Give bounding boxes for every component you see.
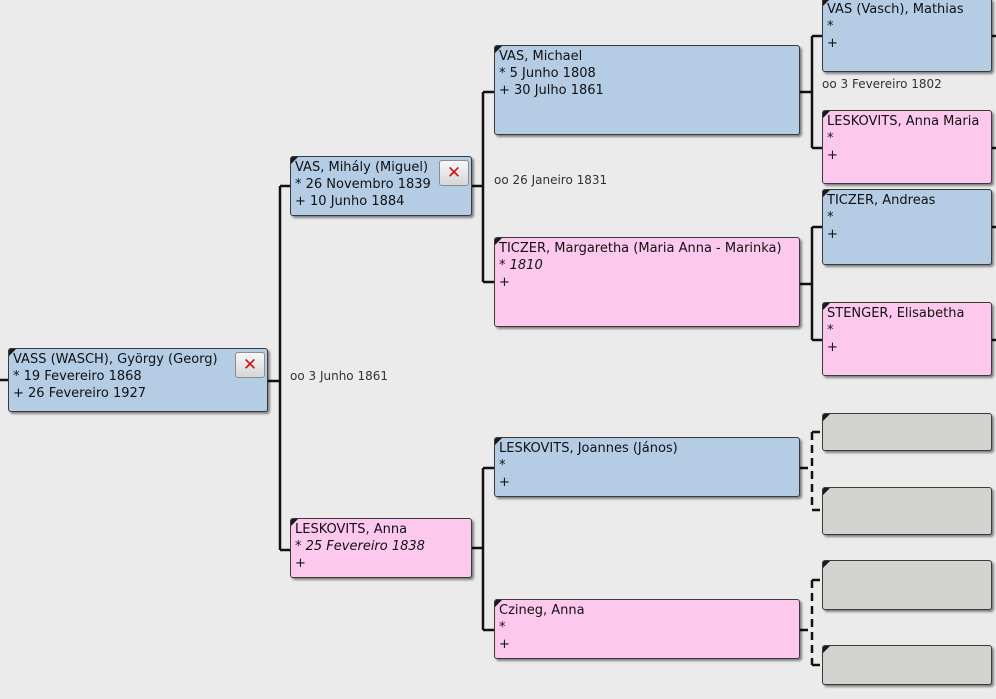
person-box-great-grandfather-2[interactable]: TICZER, Andreas * + (822, 189, 992, 265)
person-box-maternal-grandmother[interactable]: Czineg, Anna * + (494, 599, 800, 659)
remove-root-button[interactable]: ✕ (235, 352, 265, 378)
death-date: + (499, 275, 510, 290)
person-name: LESKOVITS, Anna Maria (827, 114, 980, 129)
birth-date: * 5 Junho 1808 (499, 66, 596, 81)
person-name: VAS, Michael (499, 49, 583, 64)
person-box-mother[interactable]: LESKOVITS, Anna * 25 Fevereiro 1838 + (290, 518, 472, 578)
person-name: STENGER, Elisabetha (827, 306, 965, 321)
person-name: LESKOVITS, Anna (295, 522, 408, 537)
birth-date: * (499, 620, 506, 635)
person-box-paternal-grandfather[interactable]: VAS, Michael * 5 Junho 1808 + 30 Julho 1… (494, 45, 800, 135)
person-box-great-grandfather-1[interactable]: VAS (Vasch), Mathias * + (822, 0, 992, 72)
death-date: + (827, 36, 838, 51)
death-date: + 10 Junho 1884 (295, 194, 405, 209)
death-date: + (827, 340, 838, 355)
birth-date: * 26 Novembro 1839 (295, 177, 431, 192)
marriage-label-pat-gf-parents: oo 3 Fevereiro 1802 (822, 77, 942, 91)
person-name: VASS (WASCH), György (Georg) (13, 352, 218, 367)
marriage-label-father-parents: oo 26 Janeiro 1831 (494, 173, 608, 187)
person-name: VAS, Mihály (Miguel) (295, 160, 429, 175)
person-name: Czineg, Anna (499, 603, 585, 618)
person-name: TICZER, Margaretha (Maria Anna - Marinka… (499, 241, 782, 256)
death-date: + 26 Fevereiro 1927 (13, 386, 147, 401)
person-name: LESKOVITS, Joannes (János) (499, 441, 678, 456)
person-box-paternal-grandmother[interactable]: TICZER, Margaretha (Maria Anna - Marinka… (494, 237, 800, 327)
birth-date: * (827, 19, 834, 34)
person-box-maternal-grandfather[interactable]: LESKOVITS, Joannes (János) * + (494, 437, 800, 497)
remove-father-button[interactable]: ✕ (439, 160, 469, 186)
death-date: + (827, 148, 838, 163)
death-date: + (499, 637, 510, 652)
birth-date: * (827, 323, 834, 338)
death-date: + (499, 475, 510, 490)
death-date: + 30 Julho 1861 (499, 83, 604, 98)
close-icon: ✕ (242, 355, 258, 375)
person-box-great-grandmother-1[interactable]: LESKOVITS, Anna Maria * + (822, 110, 992, 184)
close-icon: ✕ (446, 163, 462, 183)
death-date: + (827, 227, 838, 242)
death-date: + (295, 556, 306, 571)
person-box-great-grandmother-2[interactable]: STENGER, Elisabetha * + (822, 302, 992, 376)
birth-date: * 19 Fevereiro 1868 (13, 369, 142, 384)
birth-date: * (827, 210, 834, 225)
empty-ancestor-slot[interactable] (822, 413, 992, 451)
birth-date: * (499, 458, 506, 473)
empty-ancestor-slot[interactable] (822, 487, 992, 535)
person-box-root[interactable]: VASS (WASCH), György (Georg) * 19 Fevere… (8, 348, 268, 412)
empty-ancestor-slot[interactable] (822, 645, 992, 685)
person-name: TICZER, Andreas (827, 193, 936, 208)
birth-date: * 1810 (499, 258, 543, 273)
marriage-label-root-parents: oo 3 Junho 1861 (290, 369, 388, 383)
empty-ancestor-slot[interactable] (822, 560, 992, 610)
birth-date: * (827, 131, 834, 146)
person-name: VAS (Vasch), Mathias (827, 2, 964, 17)
birth-date: * 25 Fevereiro 1838 (295, 539, 425, 554)
